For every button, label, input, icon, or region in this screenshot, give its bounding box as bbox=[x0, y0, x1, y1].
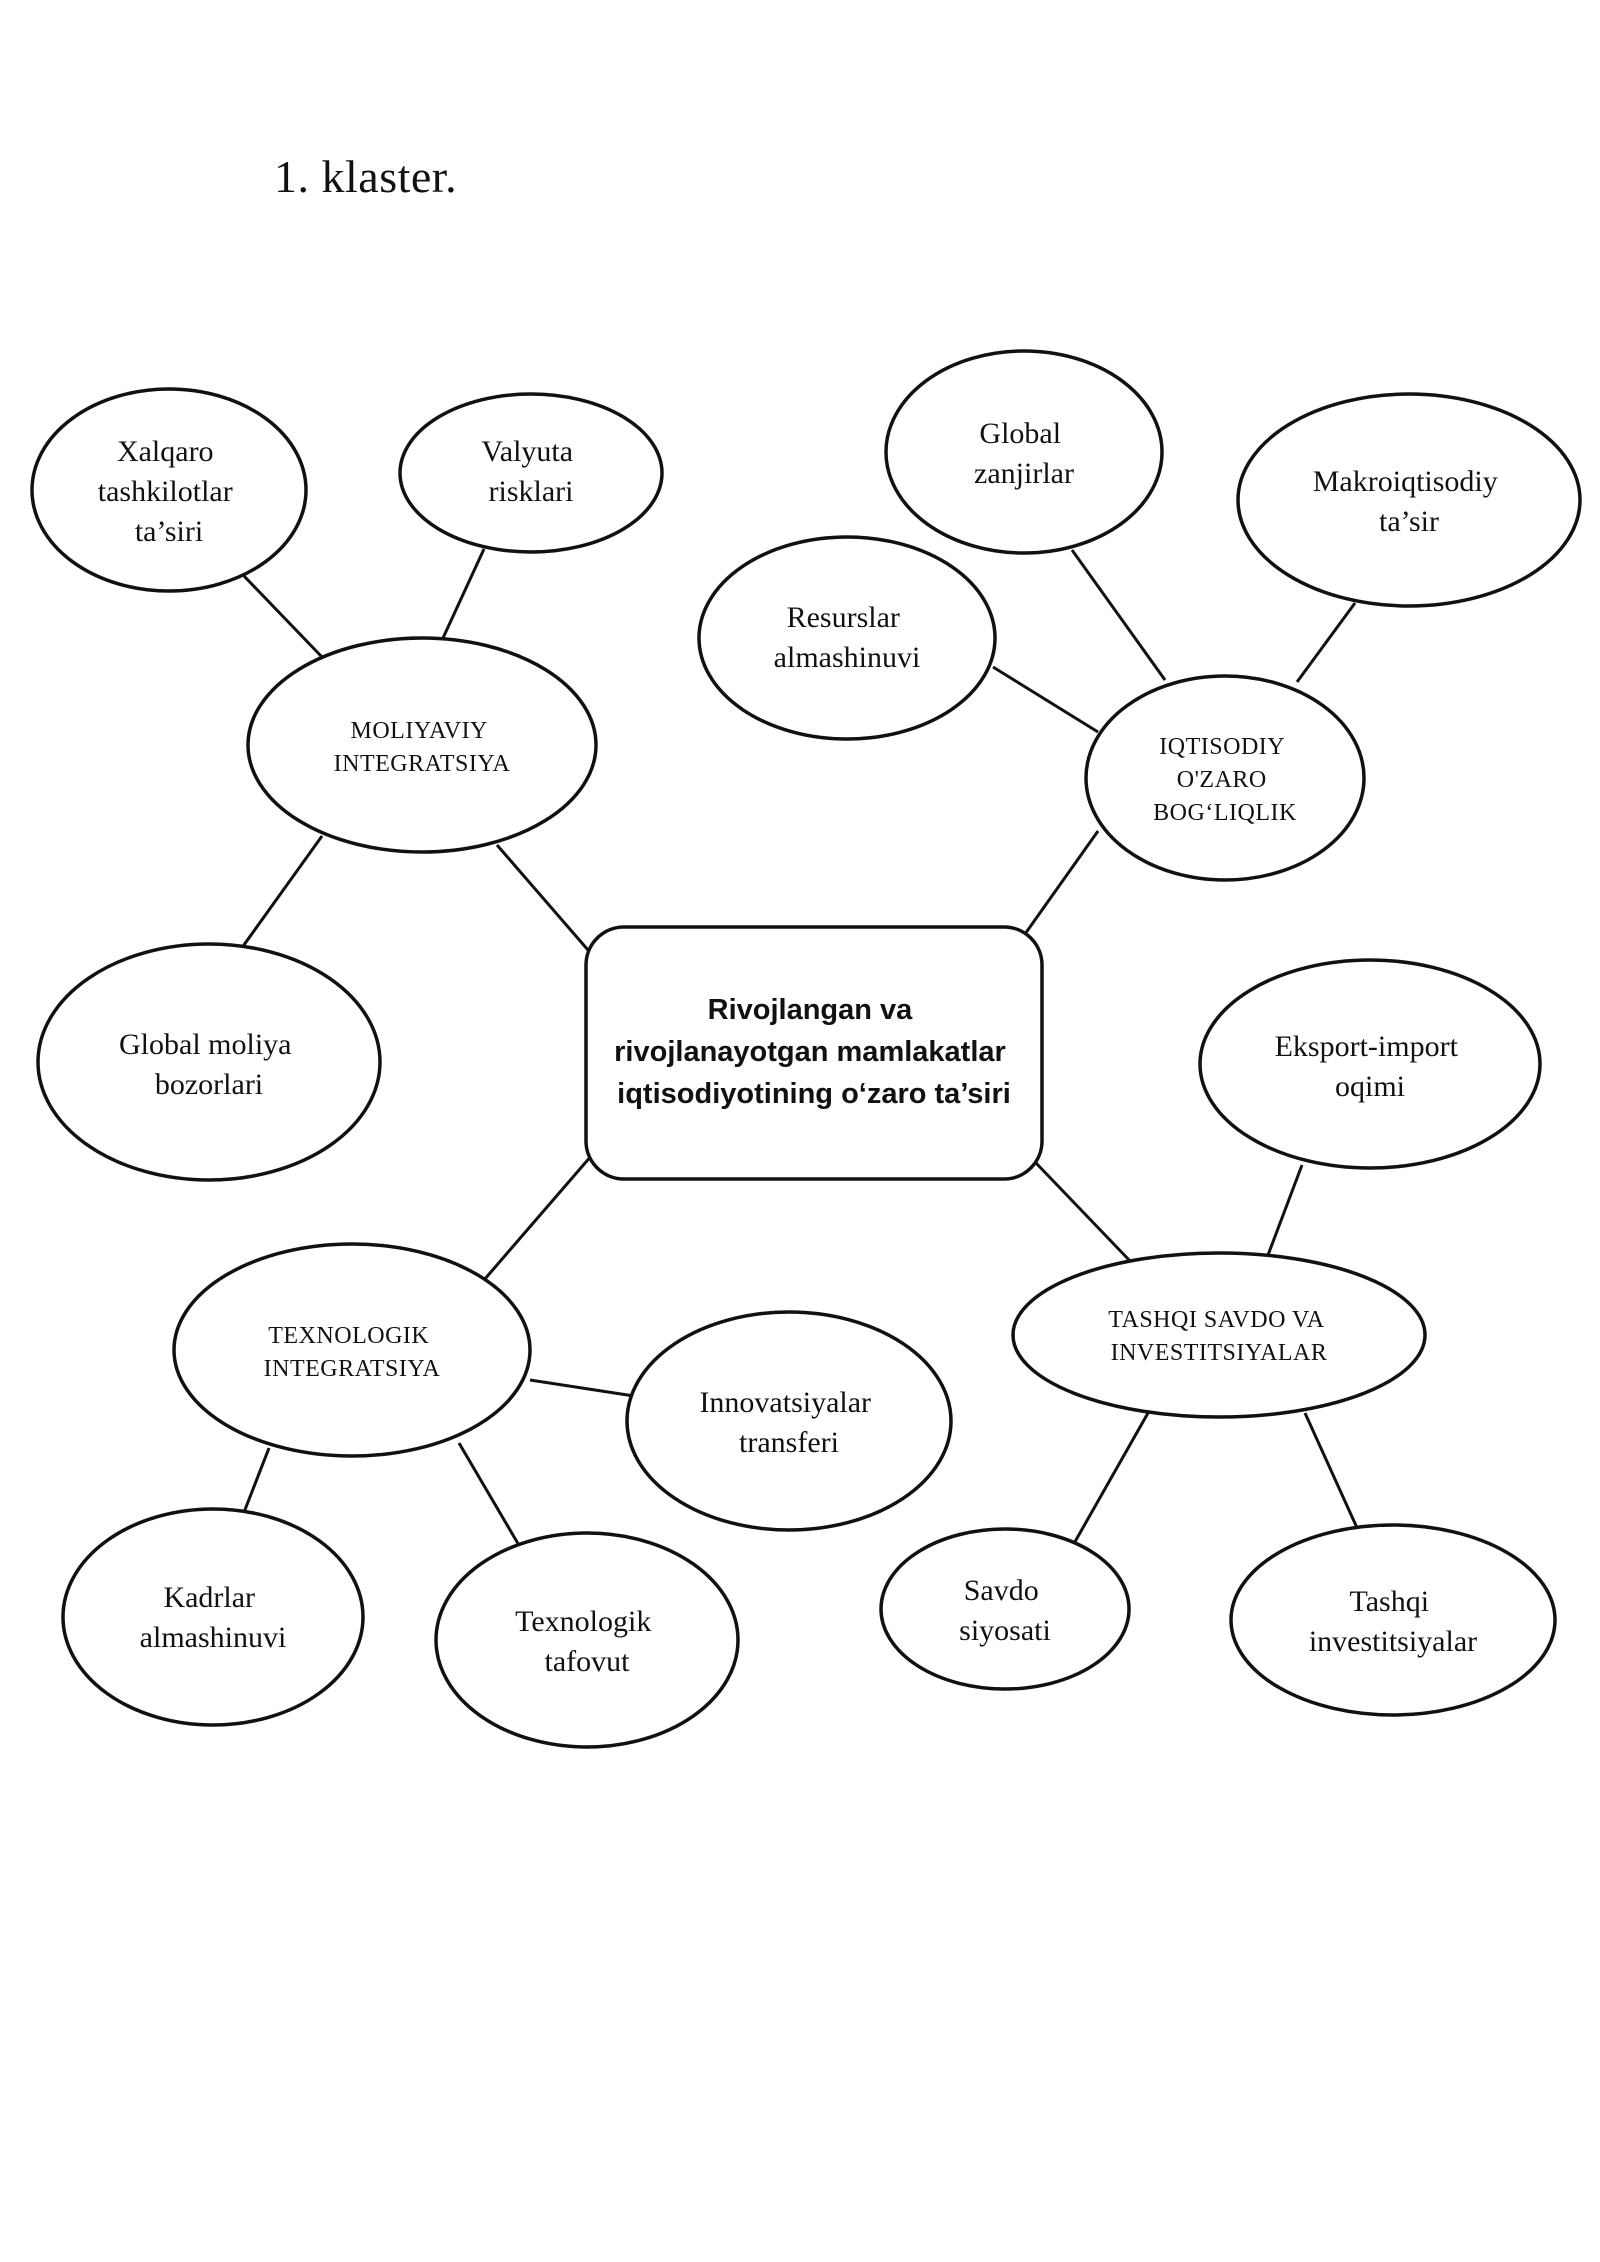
center-box bbox=[584, 925, 1044, 1181]
leaf-label: Innovatsiyalar transferi bbox=[699, 1386, 878, 1459]
hub-label: TASHQI SAVDO VA INVESTITSIYALAR bbox=[1108, 1307, 1329, 1366]
hub-shape bbox=[172, 1242, 532, 1458]
connector-texnologik-innovatsiya bbox=[529, 1378, 635, 1398]
leaf-shape bbox=[36, 942, 382, 1182]
leaf-label: Resurslar almashinuvi bbox=[774, 601, 921, 674]
leaf-label: Texnologik tafovut bbox=[515, 1605, 659, 1678]
leaf-label: Makroiqtisodiy ta’sir bbox=[1313, 465, 1506, 538]
leaf-texnologik-tafovut: Texnologik tafovut bbox=[434, 1531, 740, 1749]
leaf-shape bbox=[879, 1527, 1131, 1691]
center-label: Rivojlangan va rivojlanayotgan mamlakatl… bbox=[614, 994, 1014, 1110]
connector-center-moliyaviy bbox=[495, 844, 590, 951]
connector-iqtisodiy-makro bbox=[1295, 602, 1357, 683]
leaf-xalqaro-tashkilotlar: Xalqaro tashkilotlar ta’siri bbox=[30, 387, 308, 593]
leaf-label: Savdo siyosati bbox=[959, 1574, 1051, 1647]
leaf-label: Xalqaro tashkilotlar ta’siri bbox=[98, 435, 240, 548]
page-heading: 1. klaster. bbox=[274, 151, 458, 202]
leaf-shape bbox=[1198, 958, 1542, 1170]
leaf-global-zanjirlar: Global zanjirlar bbox=[884, 349, 1164, 555]
leaf-shape bbox=[434, 1531, 740, 1749]
connector-iqtisodiy-resurslar bbox=[992, 665, 1099, 734]
leaf-label: Global moliya bozorlari bbox=[119, 1028, 299, 1101]
connector-center-iqtisodiy bbox=[1023, 830, 1100, 935]
leaf-shape bbox=[398, 392, 664, 554]
leaf-shape bbox=[625, 1310, 953, 1532]
leaf-shape bbox=[1236, 392, 1582, 608]
leaf-makroiqtisodiy-tasir: Makroiqtisodiy ta’sir bbox=[1236, 392, 1582, 608]
hub-label: MOLIYAVIY INTEGRATSIYA bbox=[334, 718, 511, 777]
connector-texnologik-tafovut bbox=[457, 1442, 522, 1548]
hub-iqtisodiy-ozaro-bogliqlik: IQTISODIY O'ZARO BOG‘LIQLIK bbox=[1084, 674, 1366, 882]
leaf-label: Eksport-import oqimi bbox=[1275, 1030, 1466, 1103]
leaf-savdo-siyosati: Savdo siyosati bbox=[879, 1527, 1131, 1691]
leaf-shape bbox=[884, 349, 1164, 555]
connector-moliyaviy-globalmoliya bbox=[234, 835, 324, 957]
leaf-resurslar-almashinuvi: Resurslar almashinuvi bbox=[697, 535, 997, 741]
leaf-global-moliya-bozorlari: Global moliya bozorlari bbox=[36, 942, 382, 1182]
leaf-innovatsiyalar-transferi: Innovatsiyalar transferi bbox=[625, 1310, 953, 1532]
leaf-label: Kadrlar almashinuvi bbox=[140, 1581, 287, 1654]
hub-texnologik-integratsiya: TEXNOLOGIK INTEGRATSIYA bbox=[172, 1242, 532, 1458]
leaf-label: Tashqi investitsiyalar bbox=[1309, 1585, 1477, 1658]
hub-shape bbox=[1084, 674, 1366, 882]
leaf-kadrlar-almashinuvi: Kadrlar almashinuvi bbox=[61, 1507, 365, 1727]
leaf-label: Valyuta risklari bbox=[481, 435, 580, 508]
leaf-valyuta-risklari: Valyuta risklari bbox=[398, 392, 664, 554]
leaf-shape bbox=[61, 1507, 365, 1727]
connector-center-tashqi bbox=[1034, 1161, 1133, 1264]
hub-shape bbox=[1011, 1251, 1427, 1419]
leaf-shape bbox=[697, 535, 997, 741]
connector-tashqi-savdo bbox=[1070, 1412, 1150, 1548]
connectors bbox=[234, 548, 1360, 1548]
hub-shape bbox=[246, 636, 598, 854]
hub-moliyaviy-integratsiya: MOLIYAVIY INTEGRATSIYA bbox=[246, 636, 598, 854]
connector-moliyaviy-xalqaro bbox=[242, 574, 324, 659]
connector-moliyaviy-valyuta bbox=[441, 548, 486, 639]
hub-label: TEXNOLOGIK INTEGRATSIYA bbox=[264, 1323, 441, 1382]
leaf-shape bbox=[30, 387, 308, 593]
hub-label: IQTISODIY O'ZARO BOG‘LIQLIK bbox=[1153, 734, 1297, 826]
connector-iqtisodiy-globalzanjir bbox=[1070, 549, 1167, 681]
leaf-tashqi-investitsiyalar: Tashqi investitsiyalar bbox=[1229, 1523, 1557, 1717]
leaf-eksport-import-oqimi: Eksport-import oqimi bbox=[1198, 958, 1542, 1170]
leaf-shape bbox=[1229, 1523, 1557, 1717]
connector-center-texnologik bbox=[482, 1154, 594, 1281]
connector-texnologik-kadrlar bbox=[239, 1447, 271, 1521]
connector-tashqi-eksport bbox=[1266, 1164, 1304, 1256]
connector-tashqi-investitsiya bbox=[1303, 1412, 1360, 1531]
hub-tashqi-savdo-investitsiyalar: TASHQI SAVDO VA INVESTITSIYALAR bbox=[1011, 1251, 1427, 1419]
center-node: Rivojlangan va rivojlanayotgan mamlakatl… bbox=[584, 925, 1044, 1181]
leaf-label: Global zanjirlar bbox=[974, 417, 1074, 490]
